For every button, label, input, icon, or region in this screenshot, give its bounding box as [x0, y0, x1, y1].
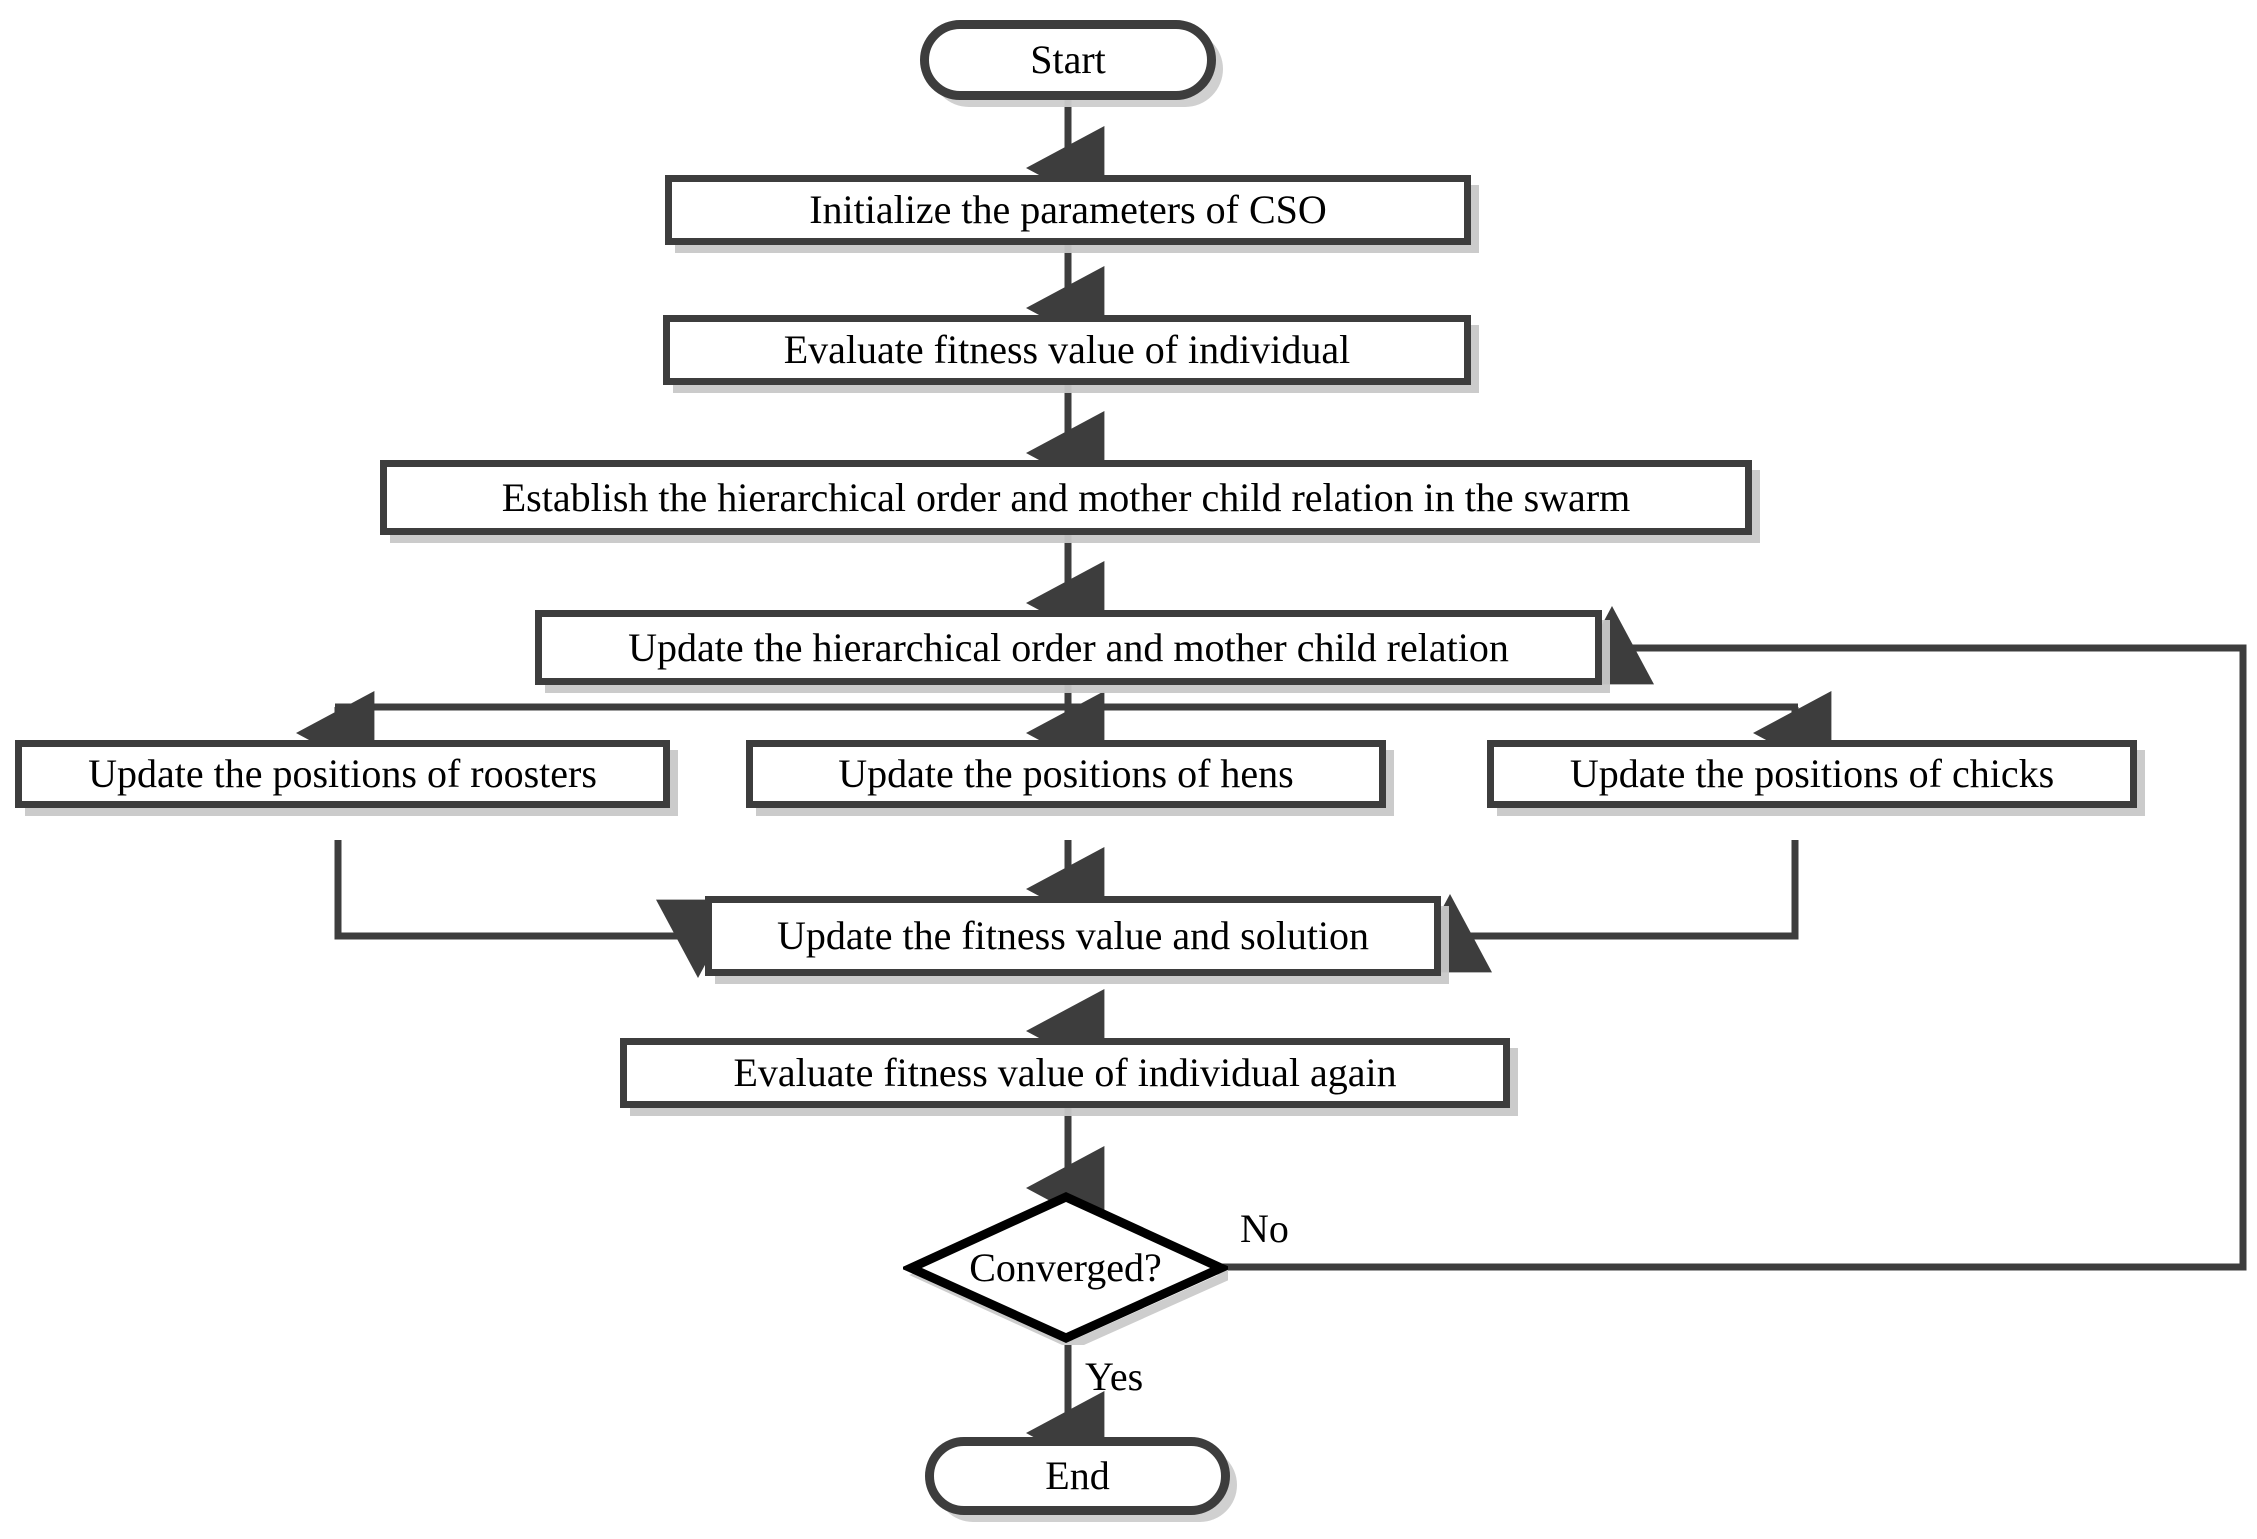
node-start[interactable]: Start: [920, 20, 1216, 100]
node-update-hens-label: Update the positions of hens: [838, 751, 1294, 796]
node-end-label: End: [1045, 1453, 1110, 1498]
node-update-hierarchical-order[interactable]: Update the hierarchical order and mother…: [535, 610, 1602, 685]
node-converged-decision-label: Converged?: [969, 1244, 1162, 1290]
node-end[interactable]: End: [925, 1437, 1230, 1515]
node-update-chicks[interactable]: Update the positions of chicks: [1487, 740, 2137, 808]
edge-label-no: No: [1240, 1206, 1289, 1251]
node-establish-hierarchical-order[interactable]: Establish the hierarchical order and mot…: [380, 460, 1752, 535]
node-evaluate-fitness-label: Evaluate fitness value of individual: [783, 327, 1351, 372]
node-establish-hierarchical-order-label: Establish the hierarchical order and mot…: [501, 474, 1631, 520]
node-start-label: Start: [1030, 37, 1106, 82]
edge-label-yes: Yes: [1085, 1354, 1144, 1399]
node-update-hens[interactable]: Update the positions of hens: [746, 740, 1386, 808]
node-update-fitness-solution[interactable]: Update the fitness value and solution: [705, 896, 1441, 976]
node-update-roosters[interactable]: Update the positions of roosters: [15, 740, 670, 808]
node-update-hierarchical-order-label: Update the hierarchical order and mother…: [628, 624, 1509, 670]
node-update-chicks-label: Update the positions of chicks: [1569, 751, 2055, 796]
node-initialize-parameters[interactable]: Initialize the parameters of CSO: [665, 175, 1471, 245]
node-evaluate-fitness[interactable]: Evaluate fitness value of individual: [663, 315, 1471, 385]
node-converged-decision[interactable]: Converged?: [903, 1190, 1228, 1345]
diamond-shape-icon: [903, 1192, 1228, 1345]
edge-roosters-to-update-fitness: [334, 840, 740, 978]
node-evaluate-fitness-again[interactable]: Evaluate fitness value of individual aga…: [620, 1038, 1510, 1108]
edge-chicks-to-update-fitness: [1408, 840, 1799, 973]
node-update-fitness-solution-label: Update the fitness value and solution: [776, 913, 1370, 958]
node-evaluate-fitness-again-label: Evaluate fitness value of individual aga…: [733, 1050, 1397, 1095]
node-initialize-parameters-label: Initialize the parameters of CSO: [809, 187, 1327, 232]
node-update-roosters-label: Update the positions of roosters: [88, 751, 597, 796]
